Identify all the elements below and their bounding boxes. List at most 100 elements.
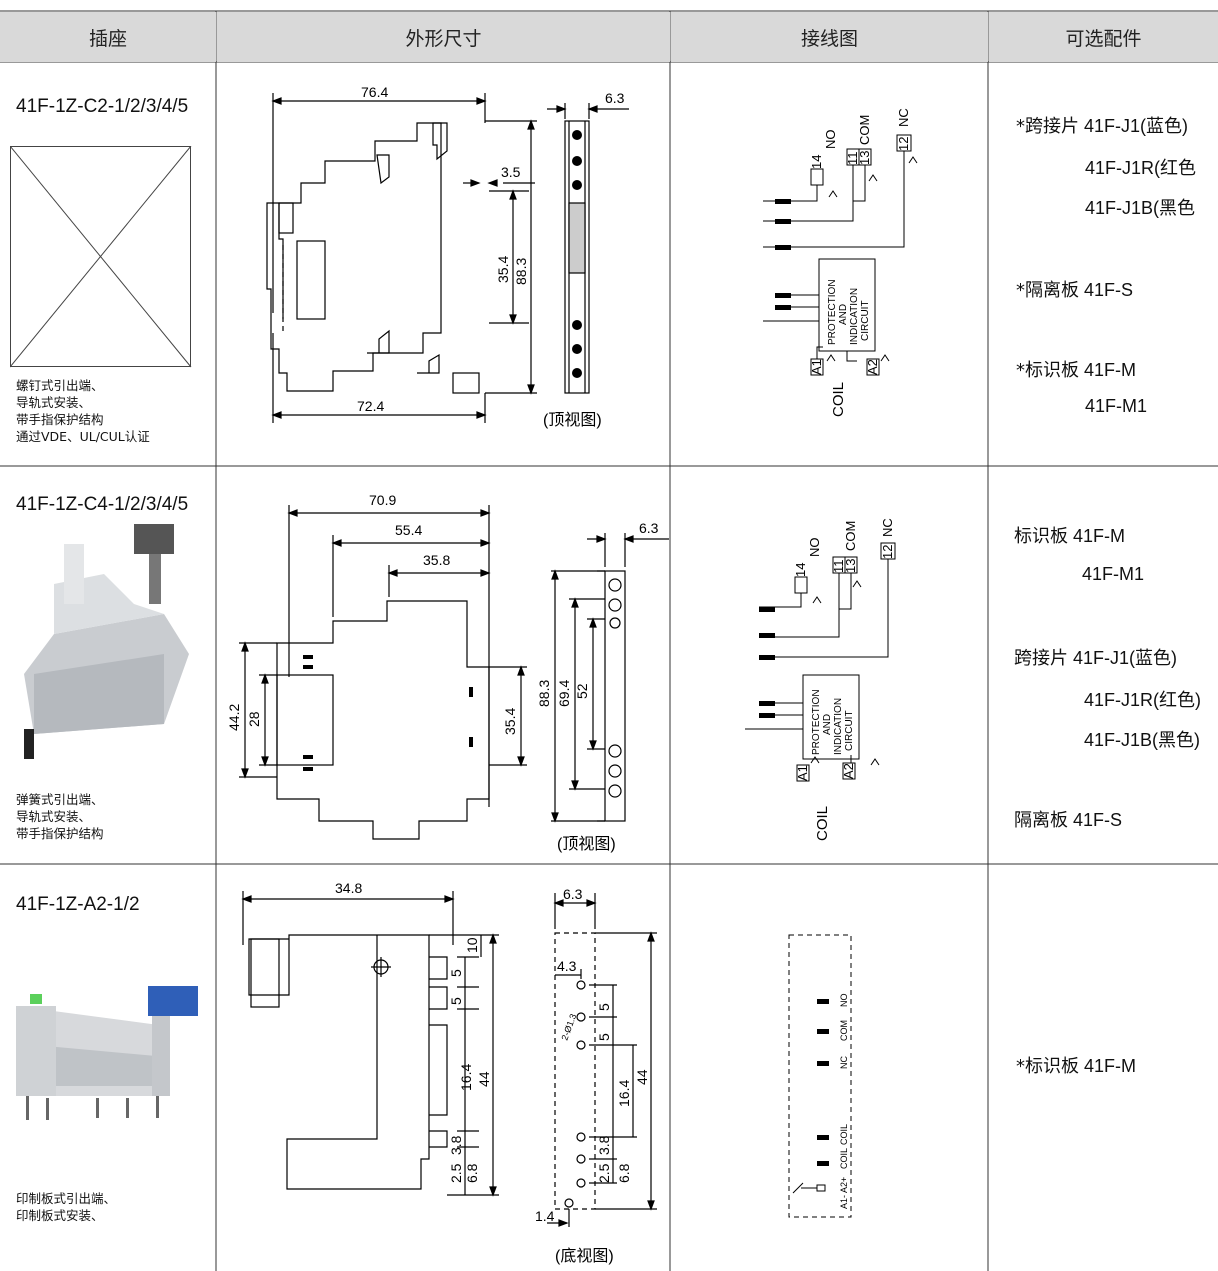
svg-text:2-Ø1.3: 2-Ø1.3 bbox=[559, 1012, 578, 1041]
header-accessories: 可选配件 bbox=[989, 12, 1218, 62]
dim-total-height: 88.3 bbox=[513, 258, 529, 285]
svg-text:6.8: 6.8 bbox=[464, 1163, 480, 1183]
svg-text:88.3: 88.3 bbox=[536, 680, 552, 707]
header-wiring: 接线图 bbox=[671, 12, 988, 62]
svg-text:5: 5 bbox=[596, 1033, 612, 1041]
accessory-item: 标识板 41F-M bbox=[1014, 526, 1126, 547]
svg-text:11: 11 bbox=[845, 152, 860, 166]
svg-text:2.5: 2.5 bbox=[448, 1163, 464, 1183]
placeholder-image bbox=[10, 146, 192, 368]
svg-text:A1: A1 bbox=[809, 359, 824, 375]
svg-text:PROTECTION: PROTECTION bbox=[827, 279, 838, 345]
row1-dimension-drawing: 76.4 72.4 3.5 35.4 88.3 6.3 (顶视图) bbox=[266, 84, 629, 429]
row3-wiring-diagram: NO COM NC COIL COIL A1- A2+ bbox=[788, 934, 852, 1218]
view-label: (顶视图) bbox=[543, 411, 602, 429]
svg-text:10: 10 bbox=[464, 937, 480, 953]
svg-text:14: 14 bbox=[809, 155, 824, 169]
svg-text:A1- A2+: A1- A2+ bbox=[839, 1177, 849, 1209]
row3-description: 印制板式引出端、印制板式安装、 bbox=[16, 1191, 117, 1223]
row1-description: 螺钉式引出端、导轨式安装、 带手指保护结构通过VDE、UL/CUL认证 bbox=[16, 378, 150, 444]
svg-text:69.4: 69.4 bbox=[556, 680, 572, 707]
accessory-item: 41F-J1R(红色) bbox=[1084, 690, 1202, 710]
svg-text:44.2: 44.2 bbox=[226, 704, 242, 731]
svg-text:NO: NO bbox=[823, 130, 838, 150]
svg-text:A2: A2 bbox=[841, 763, 856, 779]
accessory-item: 41F-M1 bbox=[1082, 564, 1145, 584]
svg-text:55.4: 55.4 bbox=[395, 522, 422, 538]
svg-text:NO: NO bbox=[839, 994, 849, 1008]
svg-text:CIRCUIT: CIRCUIT bbox=[860, 300, 871, 341]
svg-text:COM: COM bbox=[839, 1020, 849, 1041]
svg-text:AND: AND bbox=[838, 304, 849, 325]
svg-text:44: 44 bbox=[634, 1069, 650, 1085]
accessory-item: 隔离板 41F-S bbox=[1014, 810, 1123, 831]
svg-text:INDICATION: INDICATION bbox=[833, 698, 844, 755]
svg-text:A2: A2 bbox=[865, 359, 880, 375]
row2-model: 41F-1Z-C4-1/2/3/4/5 bbox=[16, 494, 189, 515]
svg-text:11: 11 bbox=[831, 560, 846, 574]
svg-text:34.8: 34.8 bbox=[335, 880, 362, 896]
accessory-item: 跨接片 41F-J1(蓝色) bbox=[1014, 648, 1178, 669]
svg-text:6.8: 6.8 bbox=[616, 1163, 632, 1183]
svg-text:5: 5 bbox=[448, 997, 464, 1005]
dim-top-width: 76.4 bbox=[361, 84, 388, 100]
accessory-item: 41F-M1 bbox=[1085, 396, 1148, 416]
svg-text:AND: AND bbox=[822, 714, 833, 735]
svg-text:16.4: 16.4 bbox=[616, 1080, 632, 1107]
accessory-item: *隔离板 41F-S bbox=[1016, 280, 1134, 301]
accessory-item: 41F-J1R(红色 bbox=[1085, 158, 1197, 178]
svg-text:13: 13 bbox=[843, 559, 858, 573]
svg-text:44: 44 bbox=[476, 1071, 492, 1087]
svg-text:70.9: 70.9 bbox=[369, 492, 396, 508]
row3-model: 41F-1Z-A2-1/2 bbox=[16, 894, 140, 915]
svg-text:5: 5 bbox=[448, 969, 464, 977]
row1-model: 41F-1Z-C2-1/2/3/4/5 bbox=[16, 96, 189, 117]
svg-text:COIL: COIL bbox=[839, 1124, 849, 1145]
pcb-socket-photo bbox=[16, 986, 198, 1120]
svg-text:6.3: 6.3 bbox=[563, 886, 583, 902]
svg-text:COM: COM bbox=[843, 521, 858, 551]
svg-text:12: 12 bbox=[896, 137, 911, 151]
svg-text:1.4: 1.4 bbox=[535, 1208, 555, 1224]
row1-wiring-diagram: 14 NO 11 13 COM 12 NC PROTECTION AND IND… bbox=[763, 108, 918, 417]
svg-text:14: 14 bbox=[793, 563, 808, 577]
svg-text:2.5: 2.5 bbox=[596, 1163, 612, 1183]
socket-photo bbox=[24, 524, 189, 759]
svg-text:3.8: 3.8 bbox=[596, 1135, 612, 1155]
svg-text:COIL: COIL bbox=[814, 806, 831, 841]
svg-text:12: 12 bbox=[880, 545, 895, 559]
dim-side-width: 6.3 bbox=[605, 90, 625, 106]
row2-description: 弹簧式引出端、导轨式安装、带手指保护结构 bbox=[16, 792, 104, 841]
svg-text:INDICATION: INDICATION bbox=[849, 288, 860, 345]
svg-text:6.3: 6.3 bbox=[639, 520, 659, 536]
svg-text:(顶视图): (顶视图) bbox=[557, 835, 616, 853]
svg-text:NC: NC bbox=[839, 1056, 849, 1069]
header-socket: 插座 bbox=[0, 12, 216, 62]
accessory-item: 41F-J1B(黑色) bbox=[1084, 730, 1201, 750]
svg-text:28: 28 bbox=[246, 711, 262, 727]
svg-text:PROTECTION: PROTECTION bbox=[811, 689, 822, 755]
accessory-item: 41F-J1B(黑色 bbox=[1085, 198, 1196, 218]
svg-text:5: 5 bbox=[596, 1003, 612, 1011]
dim-gap: 3.5 bbox=[501, 164, 521, 180]
svg-text:COIL: COIL bbox=[839, 1148, 849, 1169]
accessory-item: *标识板 41F-M bbox=[1016, 1056, 1137, 1077]
header-dimensions: 外形尺寸 bbox=[217, 12, 670, 62]
accessory-item: *标识板 41F-M bbox=[1016, 360, 1137, 381]
row2-dimension-drawing: 70.9 55.4 35.8 44.2 28 35.4 88.3 69.4 52… bbox=[226, 492, 669, 853]
svg-text:NC: NC bbox=[896, 108, 911, 127]
row2-wiring-diagram: 14 NO 11 13 COM 12 NC PROTECTION AND IND… bbox=[745, 518, 896, 841]
dim-inner-height: 35.4 bbox=[495, 256, 511, 283]
svg-text:NC: NC bbox=[880, 518, 895, 537]
svg-text:3.8: 3.8 bbox=[448, 1135, 464, 1155]
svg-text:(底视图): (底视图) bbox=[555, 1247, 614, 1265]
svg-text:CIRCUIT: CIRCUIT bbox=[844, 710, 855, 751]
dim-bottom-width: 72.4 bbox=[357, 398, 384, 414]
svg-text:COIL: COIL bbox=[830, 382, 847, 417]
svg-text:COM: COM bbox=[857, 115, 872, 145]
svg-text:13: 13 bbox=[857, 151, 872, 165]
svg-text:52: 52 bbox=[574, 683, 590, 699]
svg-text:16.4: 16.4 bbox=[458, 1064, 474, 1091]
svg-text:35.4: 35.4 bbox=[502, 708, 518, 735]
